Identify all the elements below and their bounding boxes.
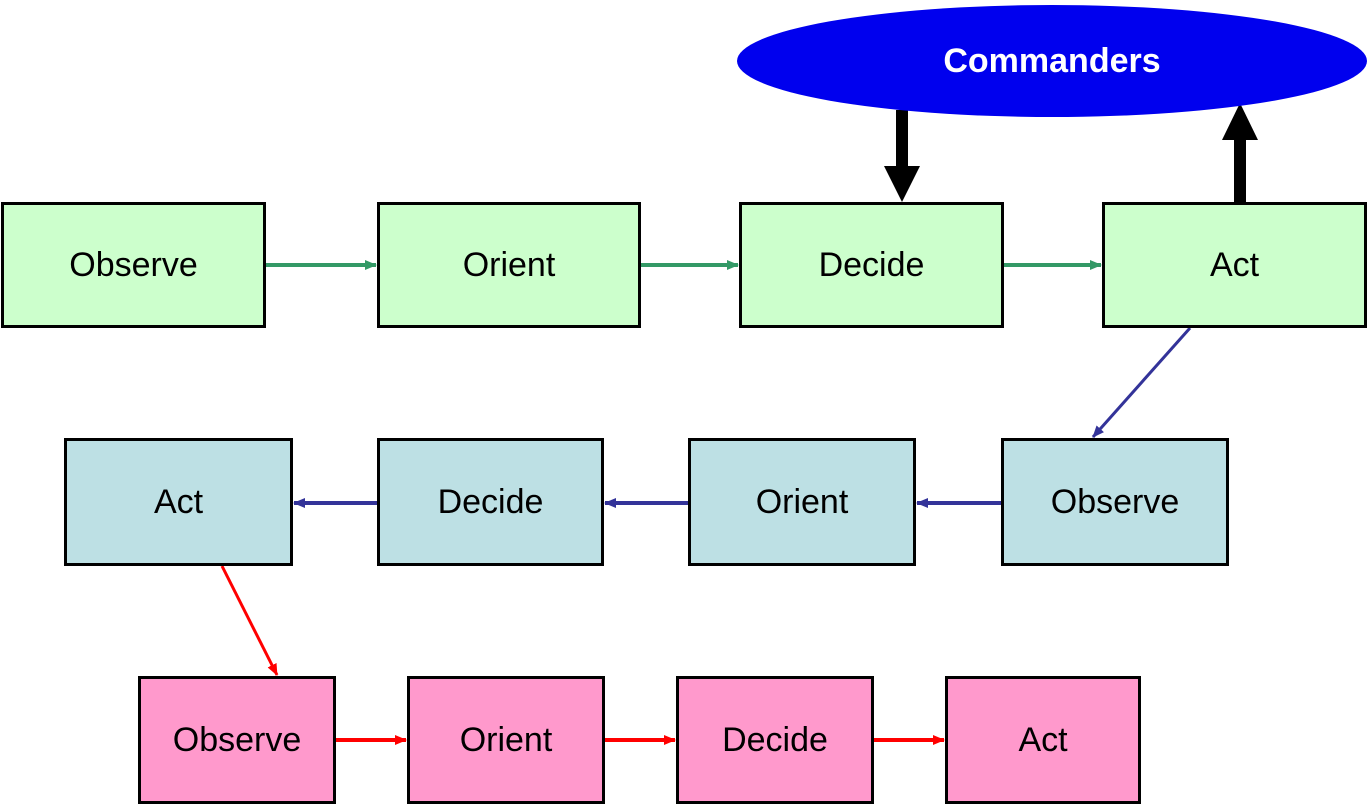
row2-observe-box: Observe — [1001, 438, 1229, 566]
row1-act-box: Act — [1102, 202, 1367, 328]
arrow-r1-act-to-r2-observe — [1091, 327, 1192, 438]
arrow-r2-act-to-r3-observe — [220, 565, 279, 676]
commanders-node: Commanders — [737, 5, 1367, 117]
row2-orient-box: Orient — [688, 438, 916, 566]
row3-orient-box: Orient — [407, 676, 605, 804]
row2-act-box: Act — [64, 438, 293, 566]
row1-orient-box: Orient — [377, 202, 641, 328]
row3-decide-box: Decide — [676, 676, 874, 804]
row1-decide-box: Decide — [739, 202, 1004, 328]
row1-observe-box: Observe — [1, 202, 266, 328]
arrow-act-to-commanders — [1222, 103, 1258, 202]
row2-decide-box: Decide — [377, 438, 604, 566]
row3-act-box: Act — [945, 676, 1141, 804]
row3-observe-box: Observe — [138, 676, 336, 804]
arrow-commanders-to-decide — [884, 110, 920, 202]
